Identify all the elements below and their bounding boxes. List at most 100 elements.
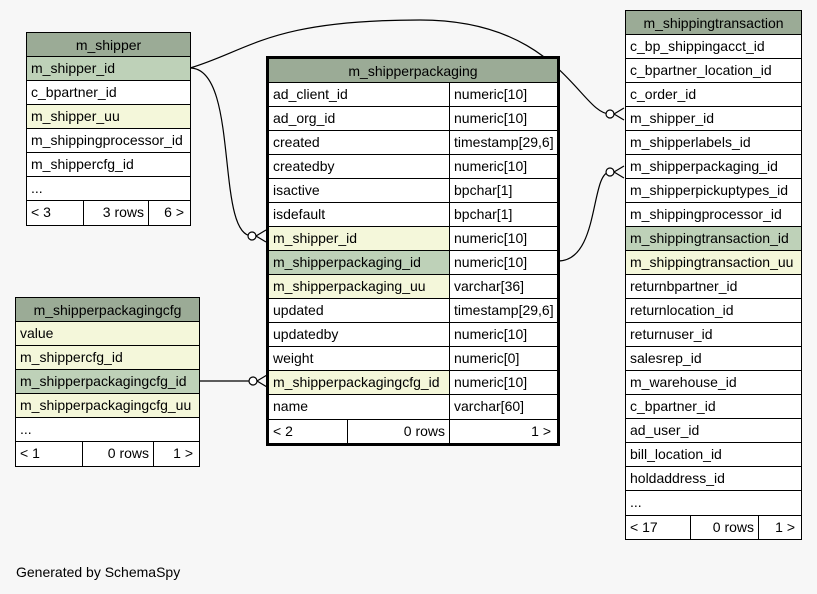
column-name: m_shipper_uu bbox=[31, 108, 120, 124]
column-name: c_bp_shippingacct_id bbox=[630, 38, 765, 54]
column-row[interactable]: m_shipperpackaging_id bbox=[626, 155, 801, 179]
table-footer: < 1 0 rows 1 > bbox=[16, 442, 199, 466]
parents-count: < 2 bbox=[273, 423, 293, 439]
parents-count: < 3 bbox=[31, 204, 51, 220]
column-row[interactable]: createdby numeric[10] bbox=[269, 155, 557, 179]
children-count: 6 > bbox=[148, 201, 190, 225]
table-m-shipper[interactable]: m_shipper m_shipper_id c_bpartner_id m_s… bbox=[26, 32, 191, 226]
table-footer: < 17 0 rows 1 > bbox=[626, 515, 801, 539]
crowfoot-icon bbox=[256, 374, 268, 388]
column-row[interactable]: c_order_id bbox=[626, 83, 801, 107]
column-row[interactable]: c_bpartner_id bbox=[626, 395, 801, 419]
column-name: name bbox=[273, 398, 309, 414]
column-row[interactable]: m_shipperpackagingcfg_uu bbox=[16, 394, 199, 418]
column-row[interactable]: m_shippercfg_id bbox=[27, 153, 190, 177]
column-name: c_bpartner_location_id bbox=[630, 62, 772, 78]
column-row[interactable]: returnlocation_id bbox=[626, 299, 801, 323]
column-name: m_shipperpackaging_id bbox=[630, 158, 778, 174]
column-name: ... bbox=[20, 421, 32, 437]
column-row[interactable]: ... bbox=[27, 177, 190, 201]
column-row[interactable]: m_shipperpickuptypes_id bbox=[626, 179, 801, 203]
column-row[interactable]: bill_location_id bbox=[626, 443, 801, 467]
table-m-shipperpackagingcfg[interactable]: m_shipperpackagingcfg value m_shippercfg… bbox=[15, 297, 200, 467]
column-row[interactable]: m_shipper_id bbox=[626, 107, 801, 131]
column-row[interactable]: returnuser_id bbox=[626, 323, 801, 347]
column-row[interactable]: m_shippingprocessor_id bbox=[27, 129, 190, 153]
table-footer: < 2 0 rows 1 > bbox=[269, 419, 557, 443]
column-name: m_shippingtransaction_id bbox=[630, 230, 789, 246]
crowfoot-circle bbox=[605, 109, 615, 119]
column-row[interactable]: value bbox=[16, 322, 199, 346]
column-row[interactable]: m_shipper_uu bbox=[27, 105, 190, 129]
column-name: m_shippingtransaction_uu bbox=[630, 254, 794, 270]
row-count: 0 rows bbox=[347, 420, 449, 443]
column-row[interactable]: returnbpartner_id bbox=[626, 275, 801, 299]
column-row[interactable]: holdaddress_id bbox=[626, 467, 801, 491]
column-name: holdaddress_id bbox=[630, 470, 725, 486]
column-row[interactable]: ... bbox=[626, 491, 801, 515]
column-name: returnlocation_id bbox=[630, 302, 734, 318]
children-count: 1 > bbox=[153, 442, 199, 466]
column-name: returnbpartner_id bbox=[630, 278, 738, 294]
column-row[interactable]: c_bpartner_id bbox=[27, 81, 190, 105]
table-title: m_shipperpackaging bbox=[269, 59, 557, 83]
generated-by-label: Generated by SchemaSpy bbox=[16, 564, 181, 580]
table-footer: < 3 3 rows 6 > bbox=[27, 201, 190, 225]
table-m-shippingtransaction[interactable]: m_shippingtransaction c_bp_shippingacct_… bbox=[625, 10, 802, 540]
column-type: numeric[10] bbox=[449, 155, 557, 178]
column-name: m_warehouse_id bbox=[630, 374, 737, 390]
relationship-shipper-to-packaging bbox=[189, 67, 253, 237]
column-name: m_shipperpackagingcfg_uu bbox=[20, 397, 192, 413]
column-name: ad_user_id bbox=[630, 422, 700, 438]
column-name: value bbox=[20, 325, 54, 341]
column-row[interactable]: m_warehouse_id bbox=[626, 371, 801, 395]
column-name: m_shipperpackaging_id bbox=[269, 251, 449, 274]
column-row[interactable]: m_shipperlabels_id bbox=[626, 131, 801, 155]
column-row[interactable]: ad_user_id bbox=[626, 419, 801, 443]
column-row[interactable]: m_shippingtransaction_uu bbox=[626, 251, 801, 275]
row-count: 3 rows bbox=[83, 201, 148, 225]
column-name: createdby bbox=[273, 158, 335, 174]
column-row[interactable]: m_shipper_id bbox=[27, 57, 190, 81]
crowfoot-circle bbox=[248, 376, 258, 386]
column-name: ... bbox=[630, 494, 642, 510]
parents-count: < 17 bbox=[630, 519, 658, 535]
column-name: m_shippercfg_id bbox=[20, 349, 123, 365]
column-name: ad_org_id bbox=[273, 110, 336, 126]
column-name: m_shipperpickuptypes_id bbox=[630, 182, 788, 198]
column-row[interactable]: m_shipperpackagingcfg_id bbox=[16, 370, 199, 394]
column-type: bpchar[1] bbox=[449, 179, 557, 202]
column-name: m_shipper_id bbox=[269, 227, 449, 250]
column-name: ad_client_id bbox=[273, 86, 348, 102]
column-row[interactable]: m_shippingprocessor_id bbox=[626, 203, 801, 227]
column-type: numeric[10] bbox=[449, 371, 557, 394]
column-row[interactable]: m_shippingtransaction_id bbox=[626, 227, 801, 251]
column-row[interactable]: c_bp_shippingacct_id bbox=[626, 35, 801, 59]
crowfoot-icon bbox=[613, 165, 625, 179]
column-name: m_shipperpackagingcfg_id bbox=[269, 371, 449, 394]
column-type: timestamp[29,6] bbox=[449, 131, 557, 154]
column-row[interactable]: ... bbox=[16, 418, 199, 442]
column-row[interactable]: m_shippercfg_id bbox=[16, 346, 199, 370]
row-count: 0 rows bbox=[690, 516, 758, 539]
column-row[interactable]: c_bpartner_location_id bbox=[626, 59, 801, 83]
column-row[interactable]: salesrep_id bbox=[626, 347, 801, 371]
column-name: c_bpartner_id bbox=[630, 398, 716, 414]
table-title: m_shipperpackagingcfg bbox=[16, 298, 199, 322]
column-name: ... bbox=[31, 180, 43, 196]
